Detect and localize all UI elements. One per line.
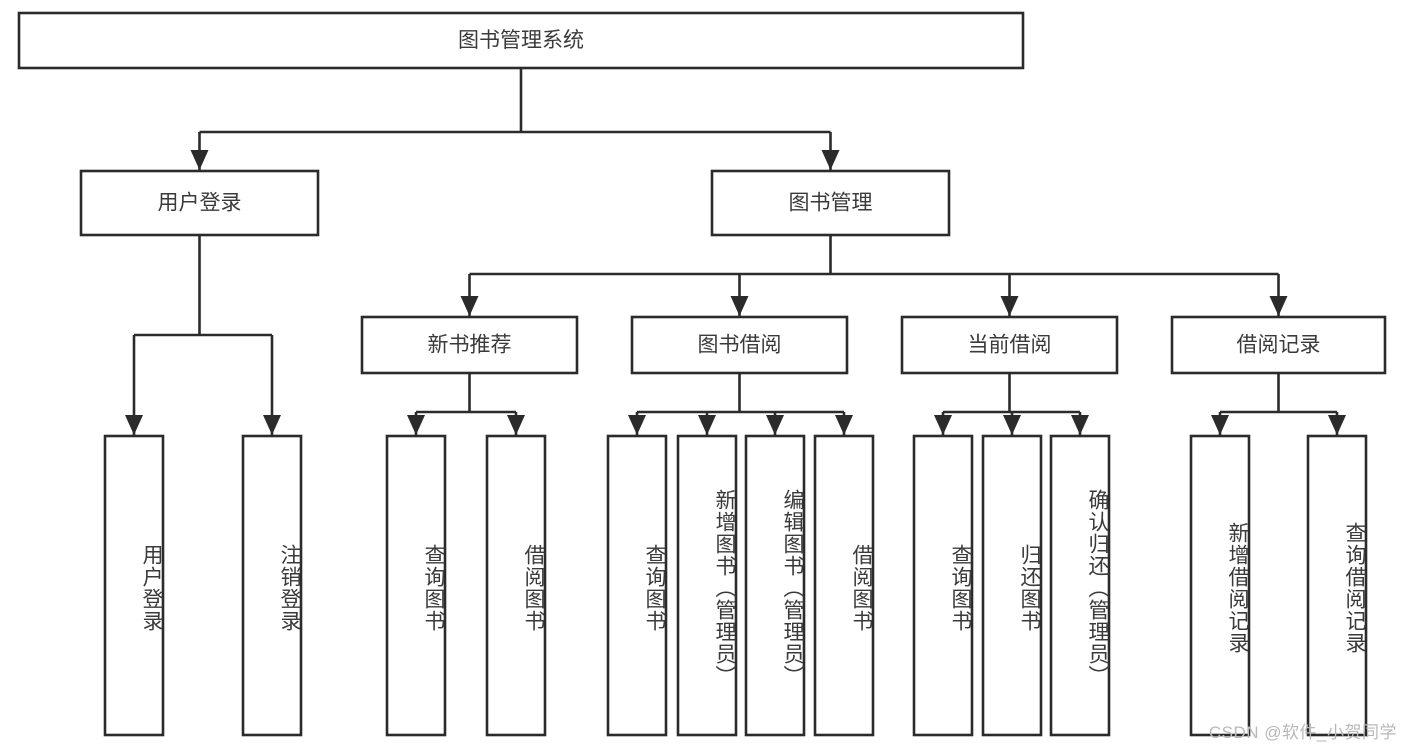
connector-arrowhead [766,415,784,435]
connector-arrowhead [507,415,525,435]
node-label-borrow-record: 借阅记录 [1237,334,1321,357]
connector-arrowhead [1071,415,1089,435]
connector-arrowhead [460,296,479,316]
connector-arrowhead [628,415,646,435]
node-box-current-borrow[interactable] [900,315,1119,375]
connector-arrowhead [698,415,716,435]
node-box-leaf-edit-book[interactable] [744,434,806,737]
node-box-root[interactable] [17,11,1025,70]
connectors-layer [125,68,1346,435]
connector-arrowhead [835,415,853,435]
node-box-leaf-add-record[interactable] [1189,434,1251,737]
node-box-leaf-query-book-2[interactable] [606,434,668,737]
node-box-leaf-return-book[interactable] [981,434,1043,737]
connector-arrowhead [821,150,840,170]
connector-arrowhead [1000,296,1019,316]
node-box-leaf-borrow-book-2[interactable] [813,434,875,737]
node-box-leaf-user-login[interactable] [103,434,165,737]
node-box-leaf-borrow-book-1[interactable] [485,434,547,737]
node-label-book-borrow: 图书借阅 [698,334,782,357]
node-label-root: 图书管理系统 [458,29,584,52]
connector-arrowhead [407,415,425,435]
connector-arrowhead [934,415,952,435]
node-label-user-login: 用户登录 [158,192,242,215]
connector-arrowhead [1211,415,1229,435]
boxes-layer [17,11,1387,737]
node-box-book-borrow[interactable] [630,315,849,375]
node-label-book-manage: 图书管理 [789,192,873,215]
watermark-credit: CSDN @软件_小贺同学 [1208,723,1397,742]
connector-arrowhead [1328,415,1346,435]
connector-arrowhead [190,150,209,170]
connector-arrowhead [125,415,143,435]
node-box-user-login[interactable] [79,169,320,237]
node-box-leaf-query-book-1[interactable] [385,434,447,737]
node-box-leaf-confirm-return[interactable] [1049,434,1111,737]
connector-arrowhead [730,296,749,316]
node-box-leaf-add-book[interactable] [676,434,738,737]
node-box-leaf-user-logout[interactable] [241,434,303,737]
node-label-current-borrow: 当前借阅 [968,334,1052,357]
connector-arrowhead [1269,296,1288,316]
node-label-new-book-rec: 新书推荐 [428,334,512,357]
node-box-leaf-query-record[interactable] [1306,434,1368,737]
connector-arrowhead [263,415,281,435]
node-box-new-book-rec[interactable] [360,315,579,375]
node-box-leaf-query-book-3[interactable] [912,434,974,737]
node-box-borrow-record[interactable] [1170,315,1387,375]
node-box-book-manage[interactable] [710,169,951,237]
connector-arrowhead [1003,415,1021,435]
